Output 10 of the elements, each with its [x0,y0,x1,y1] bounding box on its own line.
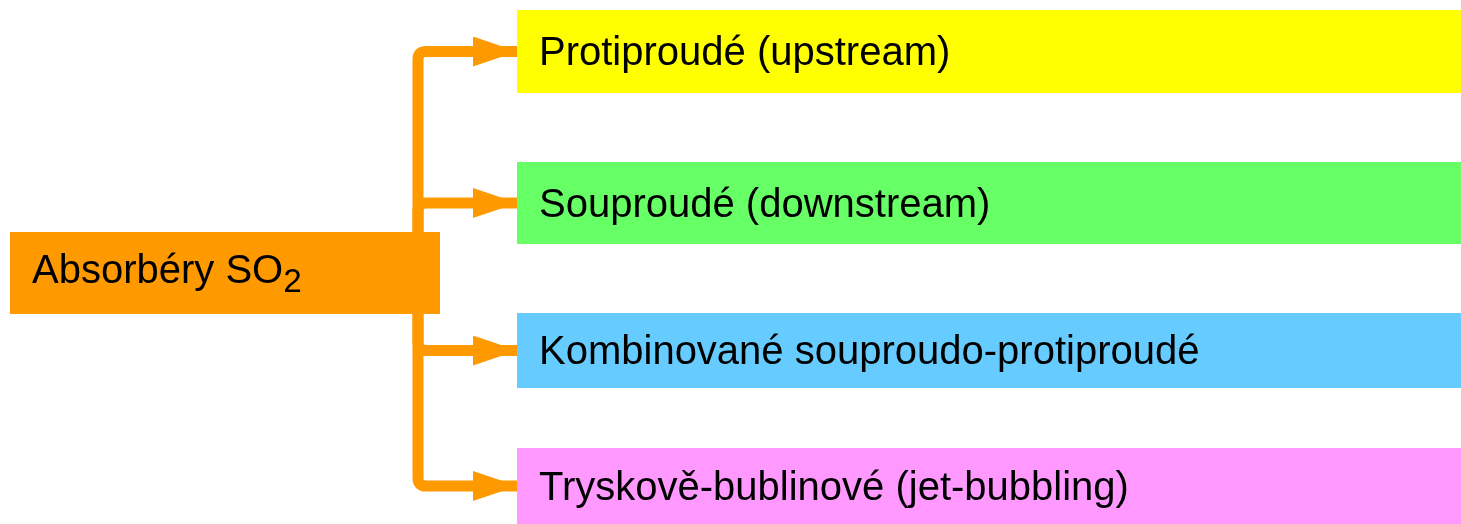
box-label: Kombinované souproudo-protiproudé [539,328,1200,373]
source-box [10,232,440,314]
category-box [517,313,1461,388]
box-label: Protiproudé (upstream) [539,29,951,74]
category-box [517,448,1461,524]
box-label: Tryskově-bublinové (jet-bubbling) [539,463,1129,509]
category-box [517,162,1461,244]
category-box [517,10,1461,93]
box-label: Souproudé (downstream) [539,180,991,226]
box-label: Absorbéry SO$_{2}$ [32,246,302,300]
